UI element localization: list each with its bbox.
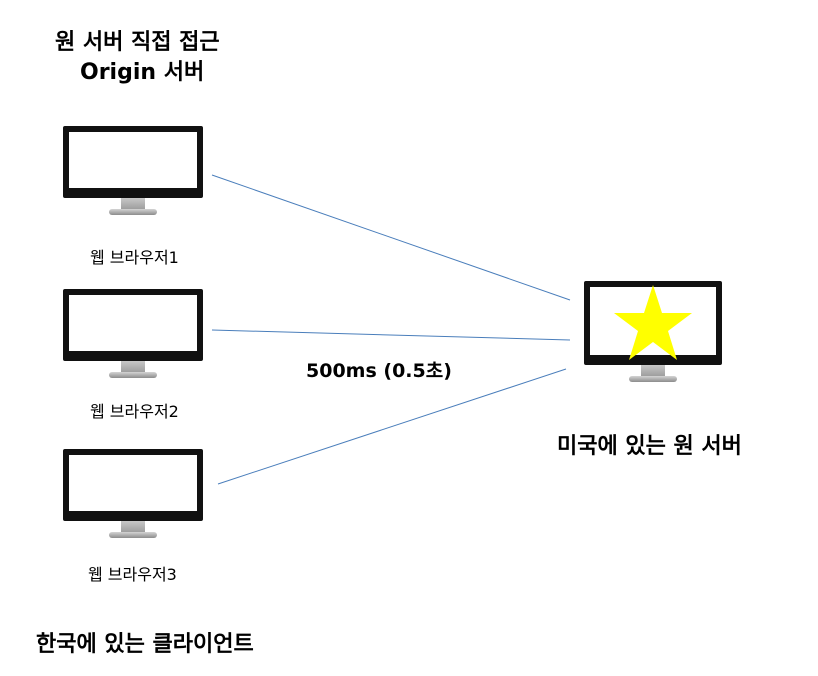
- latency-label: 500ms (0.5초): [306, 360, 452, 382]
- monitor-screen: [63, 449, 203, 521]
- monitor-base: [629, 376, 677, 382]
- connection-line-3: [217, 368, 567, 485]
- monitor-stand: [121, 198, 145, 210]
- server-label: 미국에 있는 원 서버: [557, 434, 742, 459]
- monitor-base: [109, 532, 157, 538]
- monitor-base: [109, 209, 157, 215]
- monitor-base: [109, 372, 157, 378]
- monitor-screen: [63, 126, 203, 198]
- star-icon: [614, 285, 692, 360]
- connection-line-2: [211, 329, 571, 341]
- page-title: 원 서버 직접 접근: [55, 30, 220, 55]
- client-monitor-icon-3: [63, 449, 203, 545]
- monitor-stand: [121, 521, 145, 533]
- client-monitor-icon-1: [63, 126, 203, 222]
- server-monitor-icon: [584, 281, 722, 389]
- monitor-screen: [63, 289, 203, 361]
- page-subtitle: Origin 서버: [80, 60, 205, 85]
- client-label-3: 웹 브라우저3: [88, 565, 177, 584]
- monitor-stand: [121, 361, 145, 373]
- client-label-2: 웹 브라우저2: [90, 402, 179, 421]
- monitor-stand: [641, 365, 665, 377]
- client-group-label: 한국에 있는 클라이언트: [36, 632, 254, 657]
- connection-line-1: [211, 174, 571, 301]
- client-monitor-icon-2: [63, 289, 203, 385]
- client-label-1: 웹 브라우저1: [90, 248, 179, 267]
